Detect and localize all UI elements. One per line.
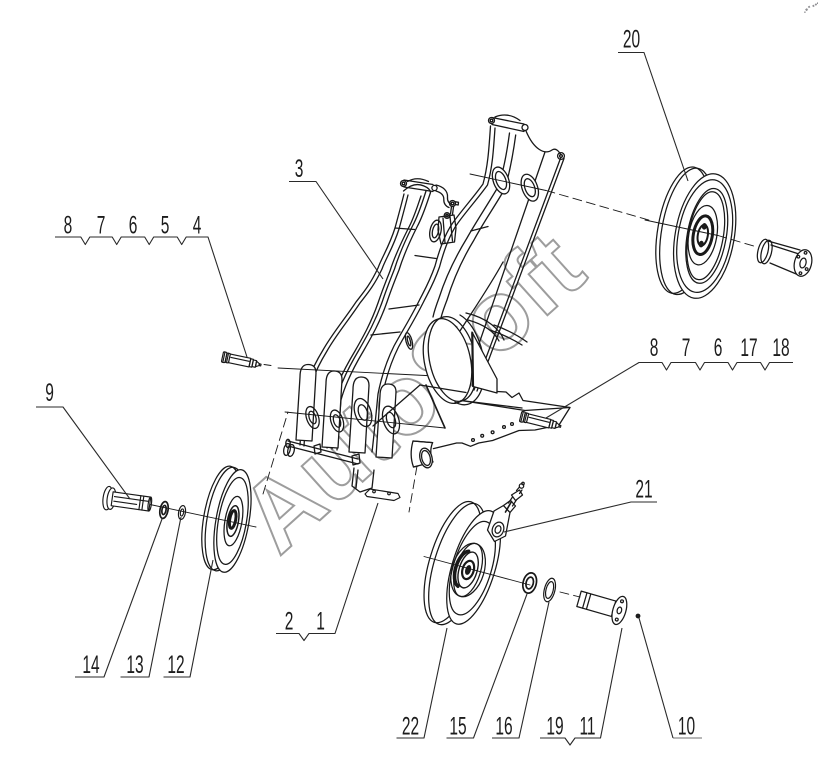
svg-text:14: 14 — [82, 651, 99, 679]
svg-text:2: 2 — [285, 608, 294, 636]
svg-text:15: 15 — [449, 713, 466, 741]
svg-text:17: 17 — [740, 334, 757, 362]
svg-text:8: 8 — [64, 212, 73, 240]
svg-text:10: 10 — [678, 713, 695, 741]
svg-text:19: 19 — [546, 713, 563, 741]
svg-text:7: 7 — [682, 334, 691, 362]
svg-text:13: 13 — [126, 651, 143, 679]
svg-text:12: 12 — [167, 651, 184, 679]
svg-text:3: 3 — [295, 155, 304, 183]
svg-text:4: 4 — [193, 212, 202, 240]
svg-text:11: 11 — [579, 713, 595, 741]
svg-text:5: 5 — [161, 212, 170, 240]
svg-text:16: 16 — [495, 713, 512, 741]
svg-text:6: 6 — [129, 212, 138, 240]
svg-text:22: 22 — [402, 713, 419, 741]
svg-text:1: 1 — [316, 608, 325, 636]
svg-text:9: 9 — [45, 379, 54, 407]
svg-text:18: 18 — [772, 334, 789, 362]
svg-text:21: 21 — [635, 476, 652, 504]
svg-text:7: 7 — [97, 212, 106, 240]
svg-text:6: 6 — [714, 334, 723, 362]
svg-text:20: 20 — [623, 26, 640, 54]
svg-text:8: 8 — [650, 334, 659, 362]
